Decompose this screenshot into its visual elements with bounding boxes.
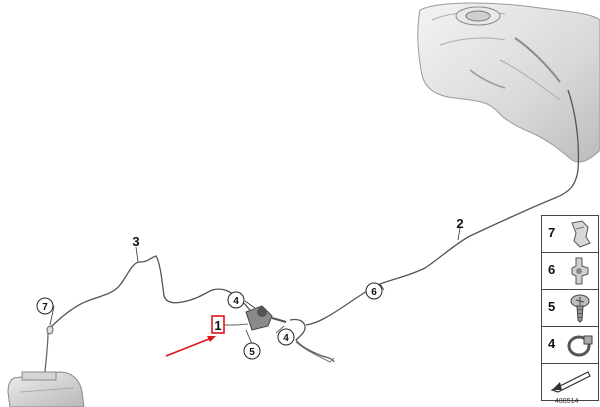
callout-2-label: 2 (456, 216, 463, 231)
legend-item-4[interactable]: 4 (541, 326, 599, 363)
clip-icon (571, 220, 591, 248)
legend-number: 5 (548, 299, 556, 314)
catalog-number: 488514 (555, 398, 579, 405)
callout-1-label: 1 (214, 318, 221, 333)
callout-4a-label: 4 (233, 296, 239, 307)
legend-nav-button[interactable] (541, 363, 599, 401)
fuel-tank (417, 2, 600, 163)
legend-number: 6 (548, 262, 556, 277)
carbon-canister (7, 371, 85, 407)
hose-clamp-icon (567, 335, 593, 357)
legend-number: 4 (548, 336, 556, 351)
legend-number: 7 (548, 225, 556, 240)
callout-4a[interactable]: 4 (227, 291, 245, 309)
fuel-line-2 (305, 89, 580, 326)
holder-icon (571, 257, 589, 285)
arrow-icon (550, 371, 591, 393)
legend-item-7[interactable]: 7 (541, 215, 599, 252)
legend-item-5[interactable]: 5 (541, 289, 599, 326)
callout-6-label: 6 (371, 287, 377, 298)
quick-connector (289, 318, 335, 363)
leader-lines (49, 227, 461, 345)
screw-icon (570, 294, 590, 323)
callout-7[interactable]: 7 (36, 297, 54, 315)
callout-3-label: 3 (132, 234, 139, 249)
fuel-line-3 (44, 255, 251, 373)
parts-legend: 7 6 5 4 (541, 215, 599, 401)
callout-4b[interactable]: 4 (277, 328, 295, 346)
callout-1[interactable]: 1 (211, 315, 225, 334)
callout-7-label: 7 (42, 302, 48, 313)
callout-5-label: 5 (249, 347, 255, 358)
valve-assembly (235, 305, 287, 331)
callout-6[interactable]: 6 (365, 282, 383, 300)
highlight-box (211, 315, 225, 334)
callout-4b-label: 4 (283, 333, 289, 344)
callout-5[interactable]: 5 (243, 342, 261, 360)
highlight-arrow (165, 336, 216, 357)
callout-2[interactable]: 2 (456, 216, 463, 231)
callout-3[interactable]: 3 (132, 234, 139, 249)
legend-item-6[interactable]: 6 (541, 252, 599, 289)
